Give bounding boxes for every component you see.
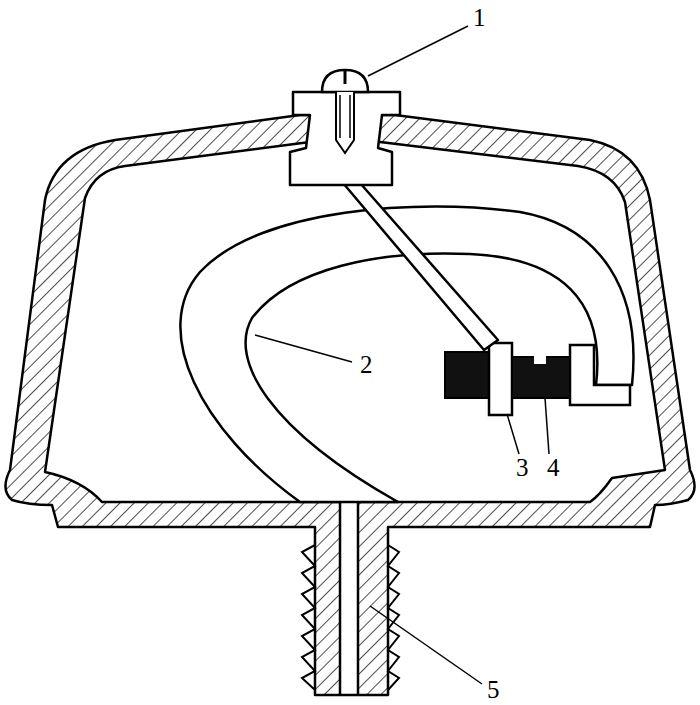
thread [388, 545, 399, 690]
screw-head [322, 70, 368, 92]
arm [343, 183, 498, 350]
leader-line [370, 606, 482, 684]
contact-plate [489, 343, 512, 415]
screw-slot [344, 71, 347, 84]
leader-line [545, 398, 549, 454]
thread [302, 545, 315, 690]
leader-line [255, 335, 352, 362]
callout-number: 3 [516, 455, 529, 480]
contact-notch [534, 355, 546, 364]
screw-shank [336, 92, 354, 153]
callout-number: 4 [547, 455, 560, 480]
callout-number: 1 [473, 5, 486, 30]
leader-line [368, 26, 468, 76]
screw-thread-line [339, 95, 341, 138]
screw-boss [290, 92, 400, 185]
leader-line [507, 414, 519, 454]
fixed-contact [445, 352, 489, 398]
callout-number: 2 [360, 352, 373, 377]
tube-end-bracket [570, 345, 630, 405]
callout-number: 5 [487, 677, 500, 702]
screw-thread-line [349, 95, 351, 138]
housing-wall [5, 115, 694, 695]
